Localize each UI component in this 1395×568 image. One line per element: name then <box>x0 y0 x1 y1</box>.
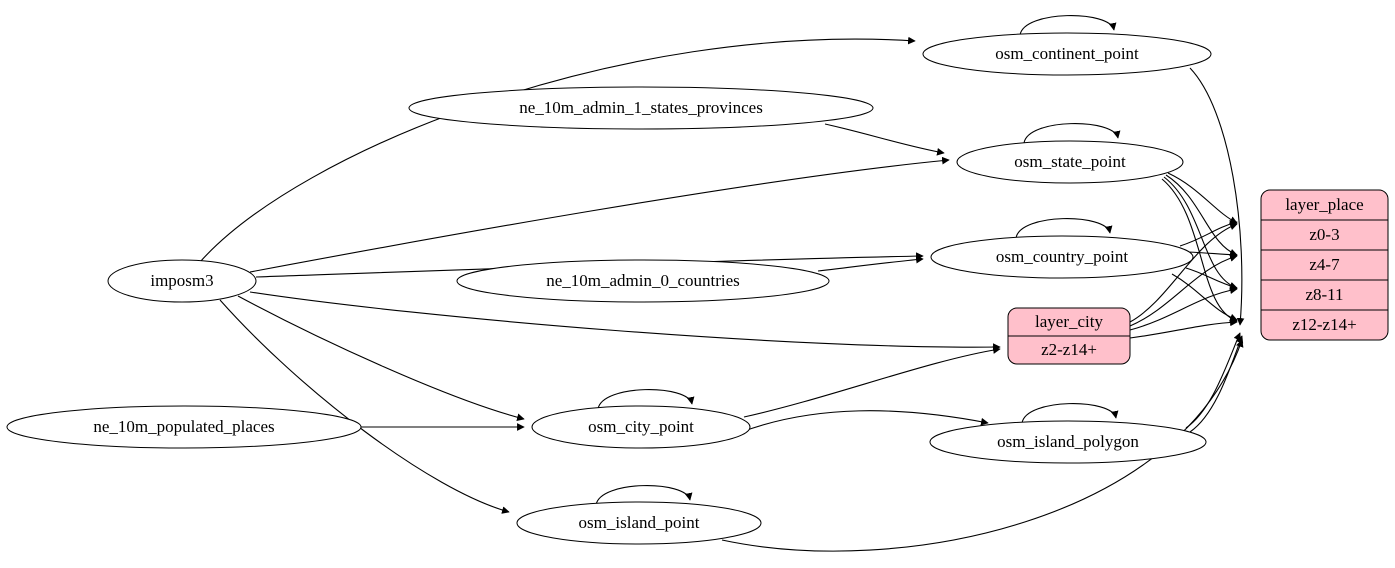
record-layer-place[interactable]: layer_place z0-3 z4-7 z8-11 z12-z14+ <box>1260 189 1389 341</box>
node-osm-country-point-label: osm_country_point <box>996 247 1128 266</box>
layer-place-row-z8-11[interactable]: z8-11 <box>1305 285 1343 304</box>
edge-osm-country-point-to-layer-place-z12 <box>1171 273 1238 321</box>
edge-self-loop-osm-continent-point <box>1019 15 1117 36</box>
node-osm-island-polygon-label: osm_island_polygon <box>997 432 1139 451</box>
node-osm-island-point-label: osm_island_point <box>579 513 700 532</box>
layer-city-row-z2-z14plus[interactable]: z2-z14+ <box>1041 340 1097 359</box>
node-ne-countries-label: ne_10m_admin_0_countries <box>546 271 740 290</box>
edge-imposm3-to-osm-state-point <box>249 156 950 273</box>
edge-osm-city-point-to-layer-city-z2 <box>743 346 1001 418</box>
edge-osm-state-point-to-layer-place-z8-11 <box>1163 176 1238 290</box>
edge-osm-country-point-to-layer-place-z8-11 <box>1185 267 1238 290</box>
edge-ne-countries-to-osm-country-point <box>817 255 924 272</box>
node-osm-island-point[interactable]: osm_island_point <box>516 501 762 545</box>
edge-osm-city-point-to-osm-island-polygon <box>721 410 989 441</box>
record-layer-city[interactable]: layer_city z2-z14+ <box>1007 307 1131 365</box>
node-imposm3[interactable]: imposm3 <box>107 259 257 303</box>
node-ne-populated-label: ne_10m_populated_places <box>93 417 274 436</box>
edge-osm-state-point-to-layer-place-z12 <box>1161 178 1238 323</box>
layer-place-row-z12-z14plus[interactable]: z12-z14+ <box>1292 315 1356 334</box>
edge-imposm3-to-osm-island-point <box>219 299 510 514</box>
node-osm-city-point[interactable]: osm_city_point <box>531 405 751 449</box>
node-osm-city-point-label: osm_city_point <box>588 417 694 436</box>
node-ne-10m-populated-places[interactable]: ne_10m_populated_places <box>6 405 362 449</box>
layer-place-title: layer_place <box>1285 195 1363 214</box>
edge-self-loop-osm-state-point <box>1023 123 1121 144</box>
node-layer: imposm3 ne_10m_admin_1_states_provinces … <box>6 32 1212 545</box>
edge-layer-city-to-layer-place-z12 <box>1129 318 1238 339</box>
node-osm-state-point-label: osm_state_point <box>1014 152 1126 171</box>
edge-self-loop-osm-country-point <box>1015 218 1113 239</box>
node-osm-continent-point-label: osm_continent_point <box>995 44 1139 63</box>
node-ne-10m-admin-0-countries[interactable]: ne_10m_admin_0_countries <box>456 259 830 303</box>
node-osm-country-point[interactable]: osm_country_point <box>930 235 1194 279</box>
edge-osm-continent-point-to-layer-place-z12 <box>1189 67 1245 326</box>
edge-self-loop-osm-city-point <box>597 389 695 410</box>
edge-ne-states-to-osm-state-point <box>824 123 945 156</box>
edge-osm-island-polygon-to-layer-place-z12 <box>1185 332 1241 429</box>
node-imposm3-label: imposm3 <box>150 271 213 290</box>
node-osm-island-polygon[interactable]: osm_island_polygon <box>929 420 1207 464</box>
node-osm-continent-point[interactable]: osm_continent_point <box>922 32 1212 76</box>
edge-osm-state-point-to-layer-place-z0-3 <box>1167 172 1238 224</box>
edge-layer-city-to-layer-place-z8-11 <box>1129 286 1238 331</box>
edge-layer-city-to-layer-place-z4-7 <box>1129 254 1238 327</box>
edge-osm-island-point-to-layer-place-z12 <box>721 339 1244 552</box>
layer-city-title: layer_city <box>1035 312 1103 331</box>
node-osm-state-point[interactable]: osm_state_point <box>956 140 1184 184</box>
edge-osm-state-point-to-layer-place-z4-7 <box>1165 174 1238 257</box>
edge-imposm3-to-osm-city-point <box>237 295 525 422</box>
node-ne-states-label: ne_10m_admin_1_states_provinces <box>519 98 763 117</box>
node-ne-10m-admin-1-states-provinces[interactable]: ne_10m_admin_1_states_provinces <box>408 86 874 130</box>
edge-imposm3-to-layer-city <box>249 291 1001 351</box>
layer-place-row-z4-7[interactable]: z4-7 <box>1309 255 1340 274</box>
edge-self-loop-osm-island-polygon <box>1021 403 1119 424</box>
layer-place-row-z0-3[interactable]: z0-3 <box>1309 225 1339 244</box>
edge-self-loop-osm-island-point <box>595 485 693 506</box>
edge-layer-city-to-layer-place-z0-3 <box>1129 222 1238 323</box>
